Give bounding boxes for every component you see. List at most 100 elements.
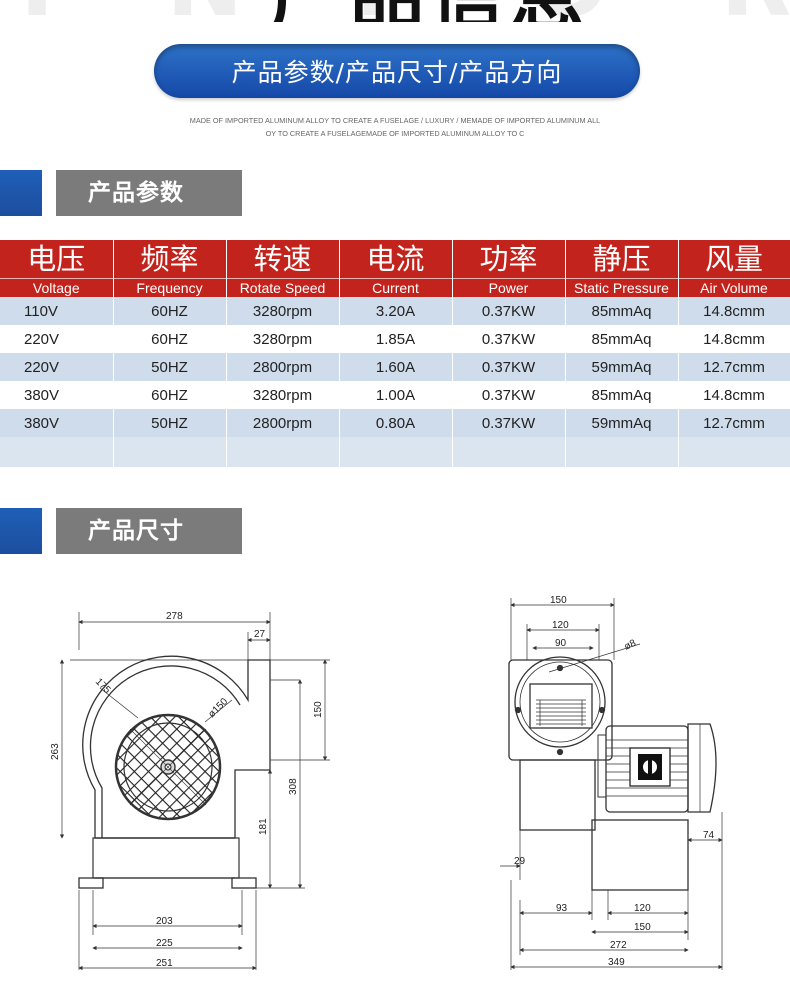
table-cell: 60HZ: [113, 325, 227, 353]
header-cn-cell: 功率: [452, 240, 566, 279]
header-ghost-text: I N F O R M: [20, 0, 790, 22]
table-cell: 380V: [0, 409, 114, 437]
subtitle-line-2: OY TO CREATE A FUSELAGEMADE OF IMPORTED …: [265, 129, 525, 138]
header-en-cell: Rotate Speed: [226, 278, 340, 297]
header-cn-cell: 静压: [565, 240, 679, 279]
table-cell: [565, 437, 679, 467]
size-accent-bar: [0, 508, 42, 554]
dim-150-front: 150: [313, 701, 324, 718]
side-view-labels: 150 120 90 ø8 74 29 93 120 150 272 349: [514, 595, 715, 968]
spec-table: 电压 频率 转速 电流 功率 静压 风量 Voltage Frequency R…: [0, 240, 790, 467]
table-cell: 85mmAq: [565, 325, 679, 353]
table-cell: 1.85A: [339, 325, 453, 353]
table-cell: [113, 437, 227, 467]
dim-27: 27: [254, 629, 266, 640]
table-cell: 59mmAq: [565, 409, 679, 437]
spec-header-cn: 电压 频率 转速 电流 功率 静压 风量: [0, 240, 790, 279]
header-en-cell: Air Volume: [678, 278, 790, 297]
dim-120-top: 120: [552, 620, 569, 631]
header-cn-cell: 频率: [113, 240, 227, 279]
dim-150-top: 150: [550, 595, 567, 606]
table-cell: 14.8cmm: [678, 297, 790, 325]
table-cell: [678, 437, 790, 467]
table-cell: 0.37KW: [452, 381, 566, 409]
table-cell: 50HZ: [113, 409, 227, 437]
table-row-empty: [0, 437, 790, 467]
table-cell: 14.8cmm: [678, 381, 790, 409]
dim-120-bottom: 120: [634, 903, 651, 914]
spec-header-en: Voltage Frequency Rotate Speed Current P…: [0, 278, 790, 297]
header-cn-cell: 风量: [678, 240, 790, 279]
table-cell: 85mmAq: [565, 381, 679, 409]
dim-74: 74: [703, 830, 715, 841]
table-cell: 12.7cmm: [678, 353, 790, 381]
table-row: 380V 60HZ 3280rpm 1.00A 0.37KW 85mmAq 14…: [0, 381, 790, 409]
header-en-cell: Voltage: [0, 278, 114, 297]
header-en-cell: Frequency: [113, 278, 227, 297]
table-cell: [339, 437, 453, 467]
header-en-cell: Static Pressure: [565, 278, 679, 297]
pill-title: 产品参数/产品尺寸/产品方向: [231, 58, 563, 87]
size-section-label: 产品尺寸: [56, 508, 242, 554]
table-cell: 3280rpm: [226, 381, 340, 409]
table-cell: 3280rpm: [226, 297, 340, 325]
header-title-text: 产品信息: [270, 0, 590, 22]
table-row: 110V 60HZ 3280rpm 3.20A 0.37KW 85mmAq 14…: [0, 297, 790, 325]
section-title-pill: 产品参数/产品尺寸/产品方向: [154, 44, 640, 98]
table-cell: 0.37KW: [452, 325, 566, 353]
table-cell: [226, 437, 340, 467]
params-accent-bar: [0, 170, 42, 216]
dim-150-bottom: 150: [634, 922, 651, 933]
header-cn-cell: 电流: [339, 240, 453, 279]
subtitle-line-1: MADE OF IMPORTED ALUMINUM ALLOY TO CREAT…: [189, 116, 601, 125]
dim-349: 349: [608, 957, 625, 968]
table-cell: [452, 437, 566, 467]
table-cell: 220V: [0, 353, 114, 381]
table-cell: 2800rpm: [226, 409, 340, 437]
table-cell: 220V: [0, 325, 114, 353]
header-title-partial: I N F O R M 产品信息: [0, 0, 790, 22]
dim-93: 93: [556, 903, 568, 914]
table-cell: 3.20A: [339, 297, 453, 325]
dim-225: 225: [156, 938, 173, 949]
table-cell: 60HZ: [113, 381, 227, 409]
dim-251: 251: [156, 958, 173, 969]
header-cn-cell: 电压: [0, 240, 114, 279]
params-section-label: 产品参数: [56, 170, 242, 216]
table-cell: 0.37KW: [452, 297, 566, 325]
dim-181: 181: [258, 818, 269, 835]
table-cell: 0.37KW: [452, 353, 566, 381]
dim-203: 203: [156, 916, 173, 927]
dim-272: 272: [610, 940, 627, 951]
table-cell: 14.8cmm: [678, 325, 790, 353]
header-cn-cell: 转速: [226, 240, 340, 279]
side-view-drawing: [500, 598, 723, 970]
dim-29: 29: [514, 856, 526, 867]
dim-263: 263: [50, 743, 61, 760]
header-en-cell: Current: [339, 278, 453, 297]
table-row: 220V 50HZ 2800rpm 1.60A 0.37KW 59mmAq 12…: [0, 353, 790, 381]
table-cell: 85mmAq: [565, 297, 679, 325]
dim-dia-8: ø8: [623, 638, 639, 653]
dim-278: 278: [166, 611, 183, 622]
table-cell: 380V: [0, 381, 114, 409]
dim-90: 90: [555, 638, 567, 649]
table-cell: [0, 437, 114, 467]
table-cell: 0.37KW: [452, 409, 566, 437]
dimension-drawings: 278 27 175 ø150 150 263 308 181 203 225 …: [50, 595, 723, 971]
table-cell: 59mmAq: [565, 353, 679, 381]
dim-308: 308: [288, 778, 299, 795]
table-cell: 110V: [0, 297, 114, 325]
motor-logo-icon: [638, 754, 662, 780]
table-cell: 12.7cmm: [678, 409, 790, 437]
table-cell: 50HZ: [113, 353, 227, 381]
table-cell: 1.00A: [339, 381, 453, 409]
front-view-drawing: [59, 612, 330, 971]
table-cell: 3280rpm: [226, 325, 340, 353]
header-en-cell: Power: [452, 278, 566, 297]
table-cell: 60HZ: [113, 297, 227, 325]
table-cell: 0.80A: [339, 409, 453, 437]
table-row: 380V 50HZ 2800rpm 0.80A 0.37KW 59mmAq 12…: [0, 409, 790, 437]
dim-dia-150: ø150: [206, 696, 230, 720]
table-row: 220V 60HZ 3280rpm 1.85A 0.37KW 85mmAq 14…: [0, 325, 790, 353]
